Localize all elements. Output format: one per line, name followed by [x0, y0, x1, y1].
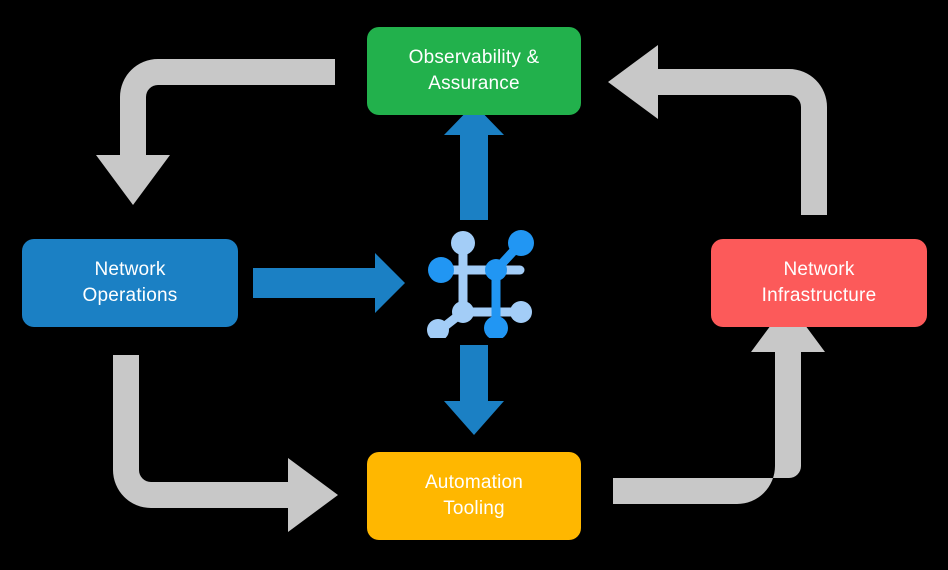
network-topology-icon [427, 230, 534, 338]
arrow-infrastructure-to-observability [608, 45, 827, 215]
arrow-hub-to-automation [444, 345, 504, 435]
node-label-automation-tooling: Automation Tooling [424, 472, 524, 519]
arrow-observability-to-operations [96, 59, 335, 205]
arrow-operations-to-hub [253, 253, 405, 313]
node-label-network-operations: Network Operations [82, 259, 178, 306]
arrow-operations-to-automation [113, 355, 338, 532]
arrow-hub-to-observability [444, 104, 504, 220]
node-box-observability[interactable]: Observability & Assurance [367, 27, 581, 115]
node-label-observability: Observability & Assurance [408, 47, 540, 94]
node-label-network-infrastructure: Network Infrastructure [761, 259, 877, 306]
node-box-network-operations[interactable]: Network Operations [22, 239, 238, 327]
arrow-automation-to-infrastructure [613, 302, 825, 504]
node-box-automation-tooling[interactable]: Automation Tooling [367, 452, 581, 540]
node-box-network-infrastructure[interactable]: Network Infrastructure [711, 239, 927, 327]
